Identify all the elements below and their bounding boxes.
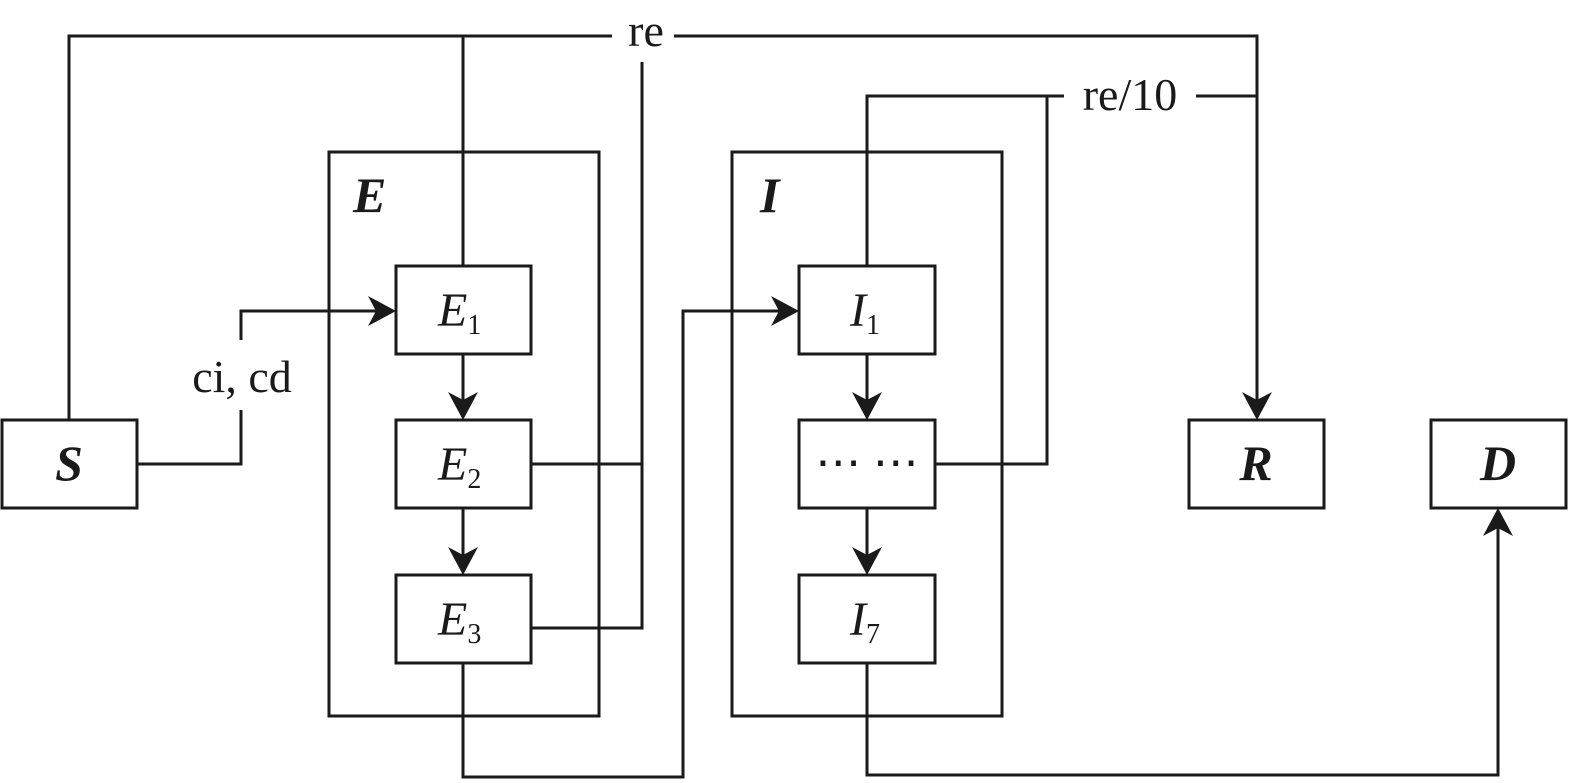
node-i7-box (797, 573, 937, 665)
group-title-i: I (759, 167, 781, 223)
edge-i1-to-re10-line (865, 94, 1257, 266)
node-i1-box (797, 264, 937, 356)
node-r-label: R (1238, 435, 1272, 491)
edge-i7-to-d-line (865, 528, 1500, 777)
arrowhead-to-e3 (448, 547, 478, 575)
node-e1-main: E (437, 284, 467, 337)
node-e3-sub: 3 (467, 619, 481, 650)
arrowhead-to-i1 (771, 296, 799, 326)
group-title-e: E (352, 167, 386, 223)
edge-imid-to-re10-line (935, 96, 1049, 466)
node-i1-sub: 1 (866, 310, 880, 341)
node-d-box (1429, 418, 1568, 510)
node-d-label: D (1479, 435, 1516, 491)
edge-label-re10: re/10 (1083, 69, 1178, 120)
node-e1-sub: 1 (467, 310, 481, 341)
edge-label-re: re (628, 5, 664, 56)
node-i7-main: I (849, 593, 868, 646)
gap-ci-cd (178, 340, 306, 410)
node-e3-label: E3 (437, 593, 481, 650)
arrowhead-to-e1 (368, 296, 396, 326)
node-e1-box (394, 264, 533, 356)
edge-e3-to-i1-line (461, 309, 781, 779)
node-e2-label: E2 (437, 438, 481, 495)
arrowhead-to-imid (852, 392, 882, 420)
node-i1-main: I (849, 284, 868, 337)
node-e2-box (394, 418, 533, 510)
arrowhead-to-i7 (852, 547, 882, 575)
edge-label-ci-cd: ci, cd (192, 351, 292, 402)
gap-re (612, 12, 674, 62)
edge-e3-to-re-line (531, 36, 644, 630)
node-s-label: S (55, 435, 83, 491)
node-i7-label: I7 (849, 593, 880, 650)
gap-re10 (1064, 72, 1196, 122)
node-e2-sub: 2 (467, 464, 481, 495)
node-e3-main: E (437, 593, 467, 646)
arrowheads (368, 296, 1513, 575)
arrowhead-to-e2 (448, 392, 478, 420)
node-i1-label: I1 (849, 284, 880, 341)
node-e1-label: E1 (437, 284, 481, 341)
node-imid-label: ⋯ ⋯ (815, 437, 919, 488)
node-r-box (1187, 418, 1326, 510)
arrowhead-to-d (1483, 508, 1513, 536)
node-e2-main: E (437, 438, 467, 491)
node-i7-sub: 7 (866, 619, 880, 650)
node-s-box (0, 418, 139, 510)
node-imid-box (797, 418, 937, 510)
node-e3-box (394, 573, 533, 665)
arrowhead-to-r (1242, 392, 1272, 420)
